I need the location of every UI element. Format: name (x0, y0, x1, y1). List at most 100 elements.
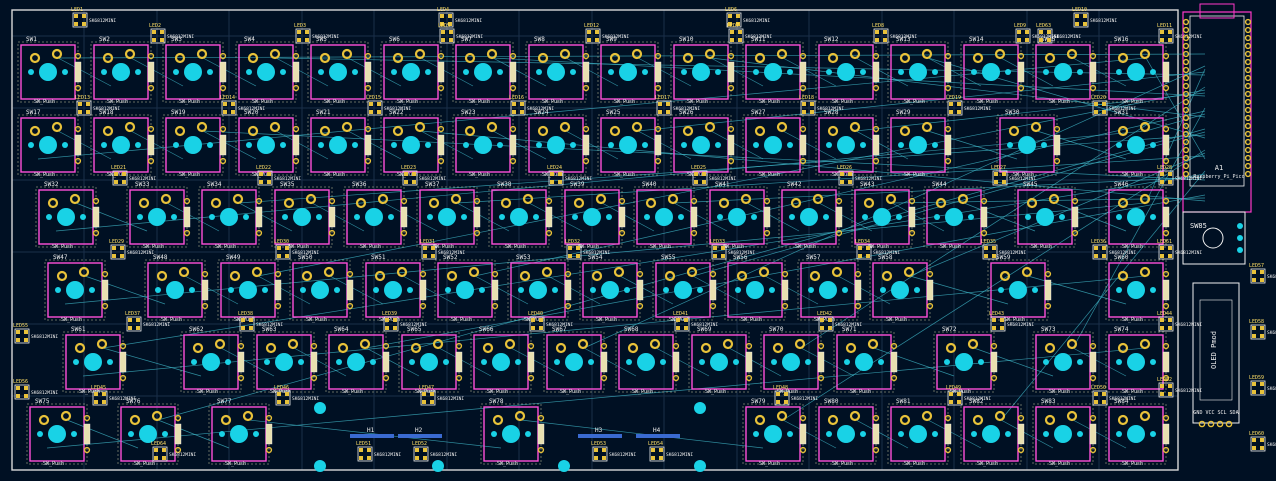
mounting-hole[interactable]: H1 (350, 427, 394, 438)
led[interactable]: LED59SK6812MINI (1249, 375, 1276, 396)
rotary-encoder[interactable]: SW85 (1182, 211, 1246, 265)
led[interactable]: LED60SK6812MINI (1249, 431, 1276, 452)
led[interactable]: LED58SK6812MINI (1249, 319, 1276, 340)
